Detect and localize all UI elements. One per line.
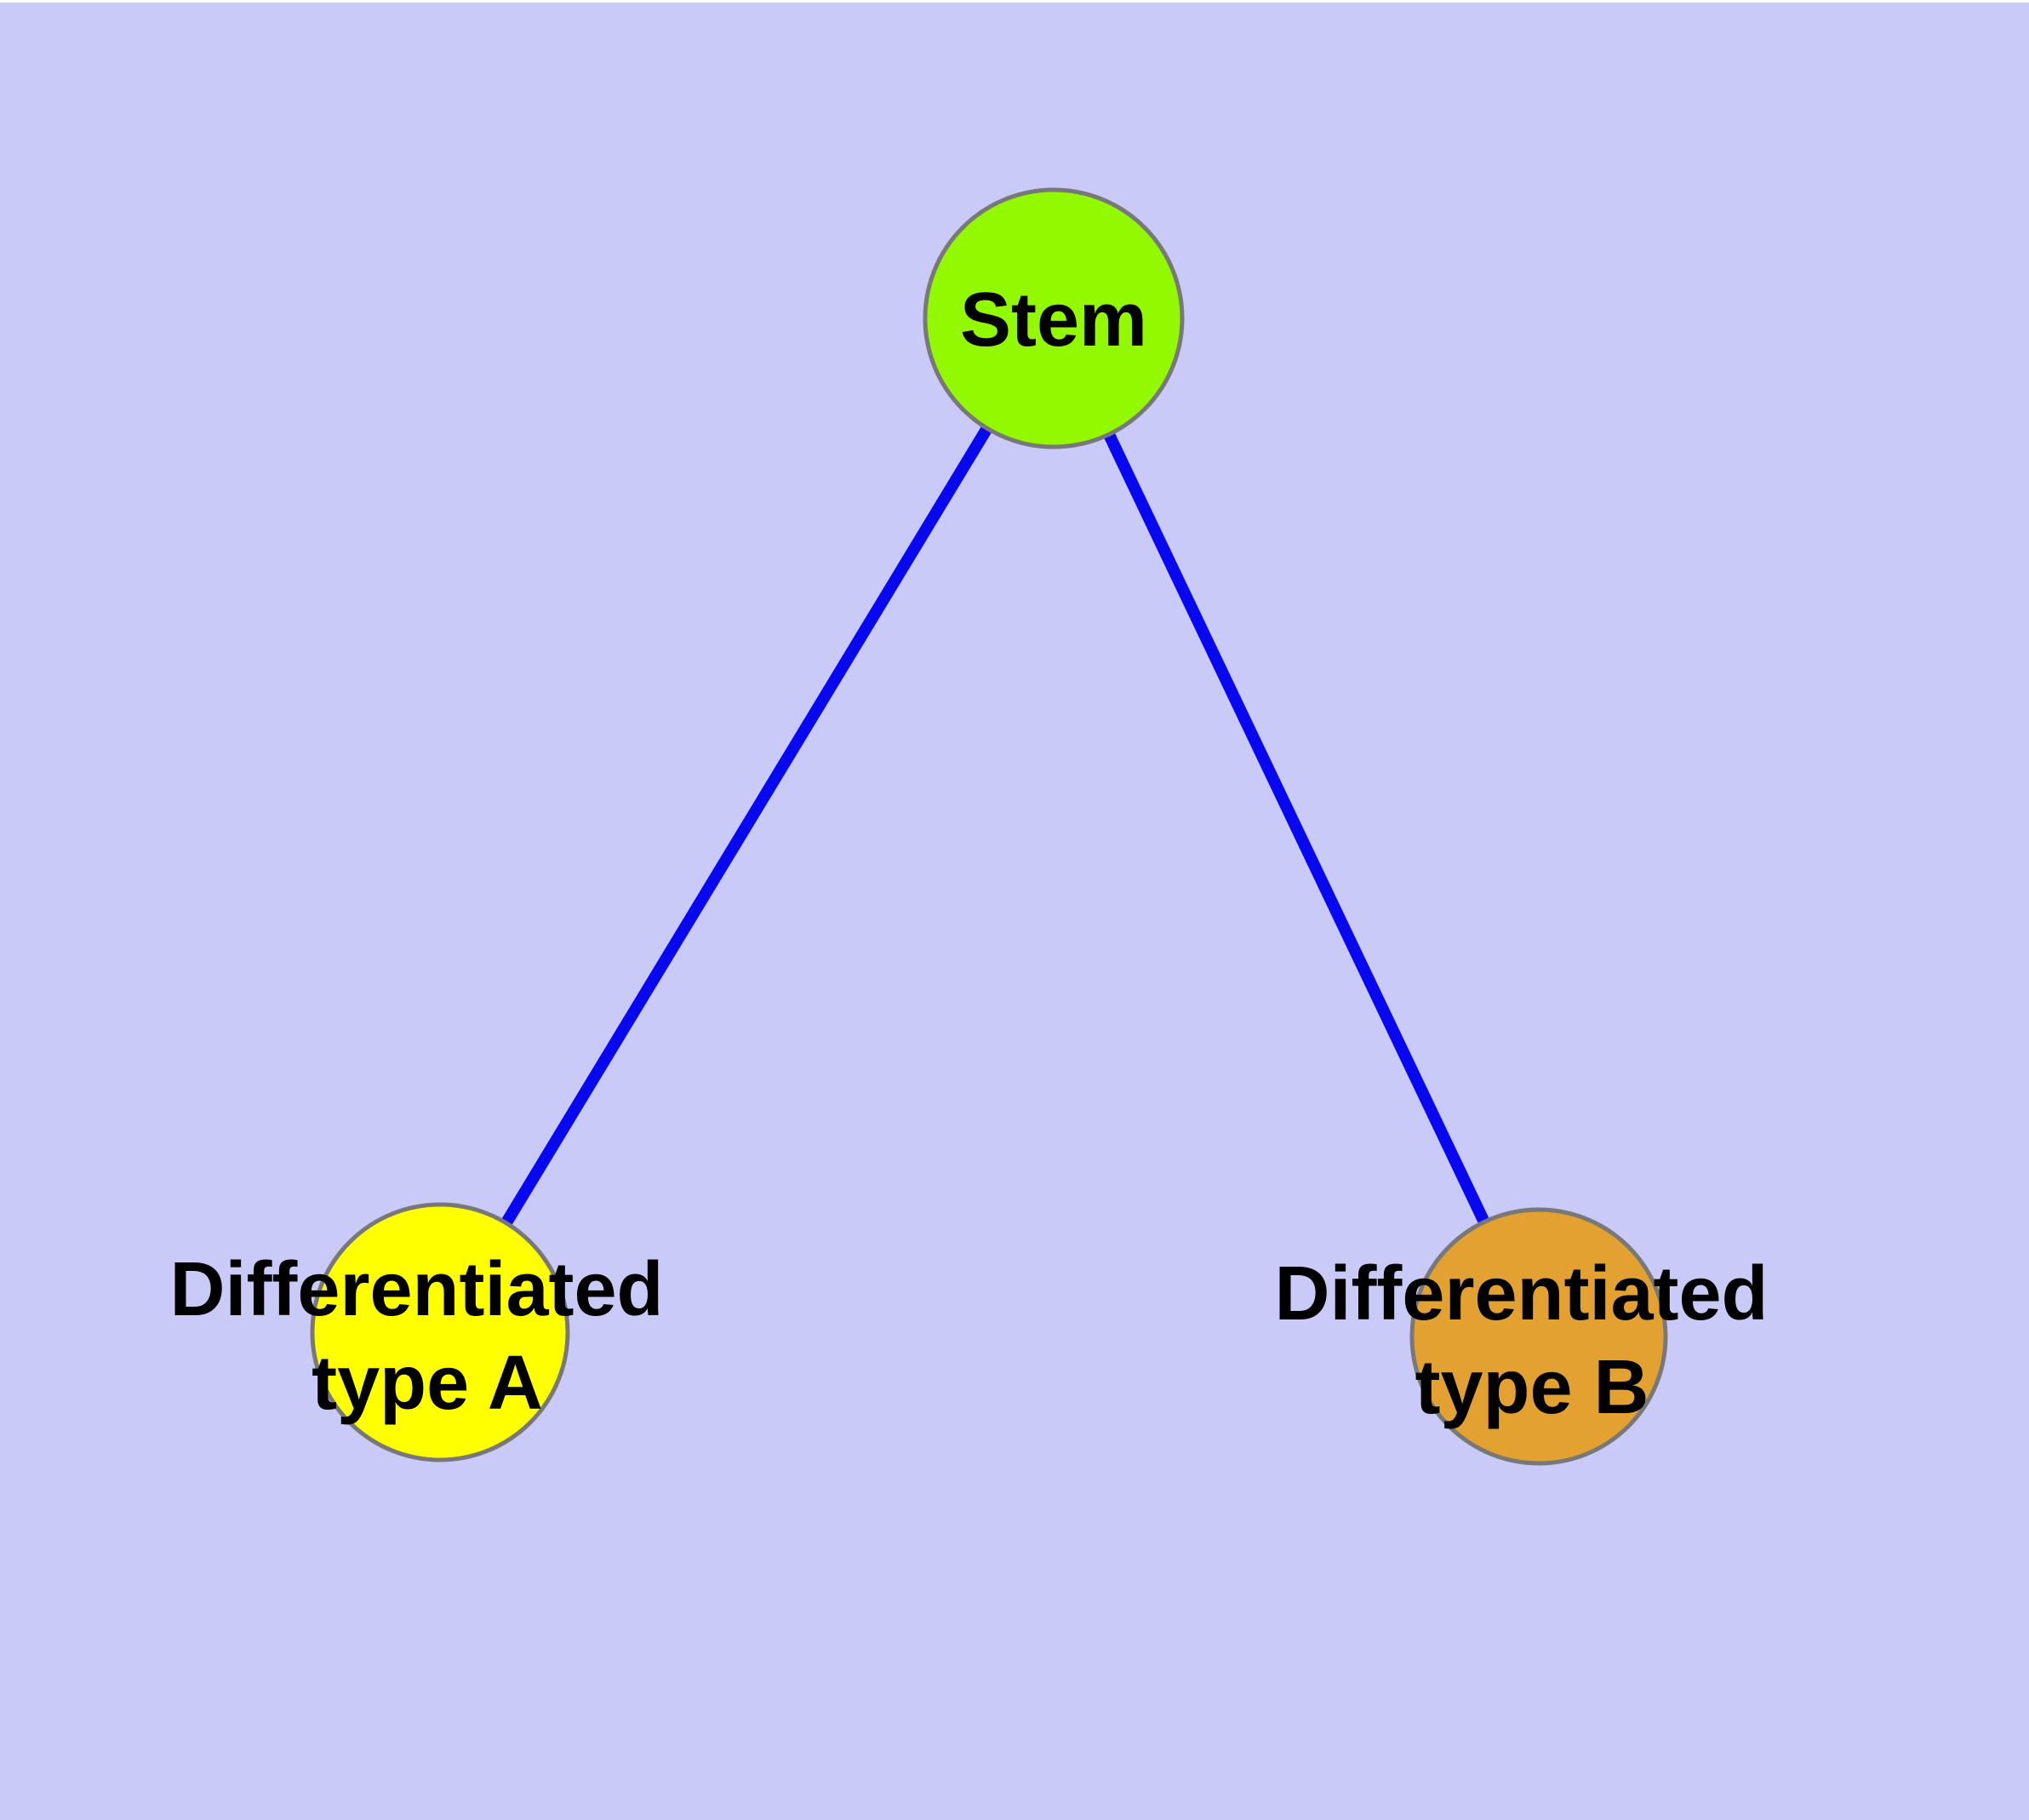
node-type-a-label: Differentiated type A	[169, 1247, 684, 1426]
node-type-a-label-line1: Differentiated	[169, 1247, 663, 1332]
node-type-a-label-line2: type A	[311, 1341, 543, 1426]
node-type-b-label-line1: Differentiated	[1274, 1251, 1768, 1336]
node-stem	[923, 187, 1185, 449]
edge-stem-to-type-a	[435, 315, 1059, 1336]
node-type-b	[1409, 1207, 1668, 1466]
node-type-b-label: Differentiated type B	[1274, 1251, 1789, 1430]
node-type-b-label-line2: type B	[1415, 1345, 1649, 1430]
edge-stem-to-type-b	[1048, 315, 1545, 1340]
node-type-a	[310, 1202, 570, 1462]
node-stem-label: Stem	[960, 278, 1147, 363]
